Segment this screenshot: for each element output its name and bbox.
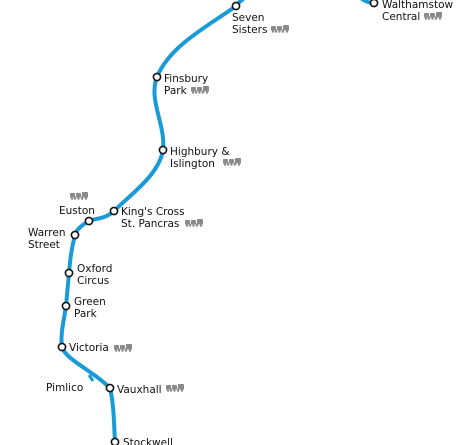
station-label-line: Highbury &: [170, 146, 230, 158]
national-rail-train-icon: [424, 12, 442, 20]
station-label-pimlico[interactable]: Pimlico: [46, 382, 83, 394]
station-marker-warren-street[interactable]: [70, 230, 80, 240]
station-marker-euston[interactable]: [84, 216, 94, 226]
station-label-line: Pimlico: [46, 382, 83, 394]
station-label-line: Park: [164, 85, 188, 97]
station-label-line: Green: [74, 296, 106, 308]
station-label-line: Finsbury: [164, 73, 208, 85]
station-marker-oxford-circus[interactable]: [64, 268, 74, 278]
station-marker-kings-cross[interactable]: [109, 206, 119, 216]
station-label-line: King's Cross: [121, 206, 185, 218]
station-label-line: St. Pancras: [121, 218, 179, 230]
national-rail-train-icon: [166, 384, 184, 392]
station-marker-seven-sisters[interactable]: [231, 1, 241, 11]
pimlico-station-tick: [87, 374, 95, 382]
icons-layer: [70, 12, 442, 392]
station-marker-green-park[interactable]: [61, 301, 71, 311]
stations-layer: [57, 0, 379, 445]
national-rail-train-icon: [114, 344, 132, 352]
station-label-vauxhall[interactable]: Vauxhall: [117, 384, 162, 396]
station-marker-victoria[interactable]: [57, 342, 67, 352]
station-label-line: Sisters: [232, 24, 267, 36]
station-label-line: Euston: [59, 205, 95, 217]
station-label-line: Islington: [170, 158, 215, 170]
station-label-victoria[interactable]: Victoria: [69, 342, 109, 354]
station-label-line: Stockwell: [123, 437, 173, 445]
station-label-line: Walthamstow: [382, 0, 454, 11]
station-label-line: Oxford: [77, 263, 112, 275]
station-label-line: Street: [28, 239, 60, 251]
station-marker-highbury[interactable]: [158, 145, 168, 155]
station-label-line: Victoria: [69, 342, 109, 354]
station-label-line: Central: [382, 11, 420, 23]
station-label-line: Seven: [232, 12, 264, 24]
station-marker-walthamstow[interactable]: [369, 0, 379, 8]
national-rail-train-icon: [70, 192, 88, 200]
national-rail-train-icon: [185, 219, 203, 227]
station-marker-stockwell[interactable]: [110, 437, 120, 445]
station-label-euston[interactable]: Euston: [59, 205, 95, 217]
station-label-line: Vauxhall: [117, 384, 162, 396]
national-rail-train-icon: [271, 25, 289, 33]
national-rail-train-icon: [191, 86, 209, 94]
station-label-line: Park: [74, 308, 98, 320]
national-rail-train-icon: [223, 158, 241, 166]
station-marker-finsbury-park[interactable]: [152, 72, 162, 82]
station-marker-vauxhall[interactable]: [105, 383, 115, 393]
station-label-highbury[interactable]: Highbury &Islington: [170, 146, 230, 170]
station-label-line: Warren: [28, 227, 65, 239]
station-label-line: Circus: [77, 275, 109, 287]
station-label-stockwell[interactable]: Stockwell: [123, 437, 173, 445]
